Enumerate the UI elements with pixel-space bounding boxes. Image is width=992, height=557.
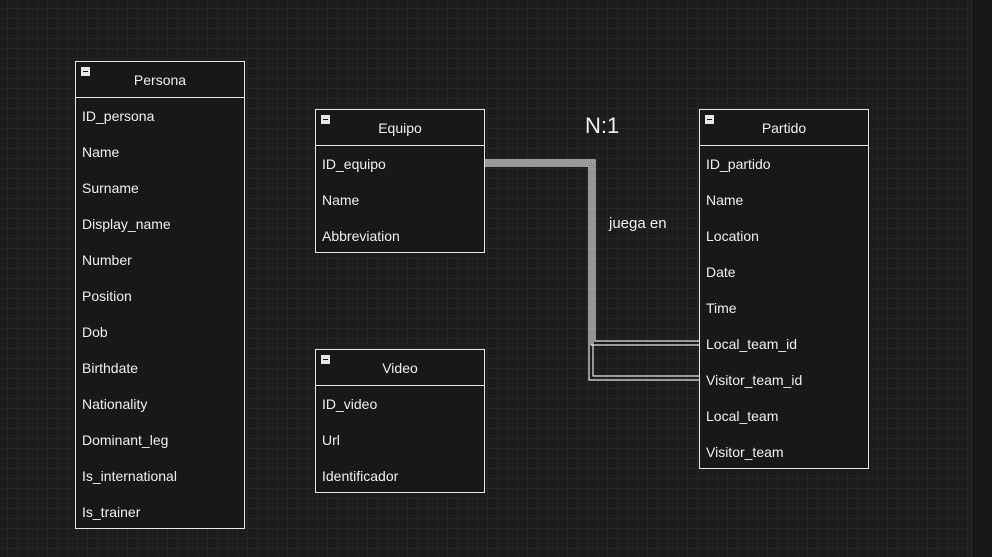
field-local-team-id[interactable]: Local_team_id — [706, 336, 798, 352]
cardinality-label: N:1 — [585, 113, 620, 138]
field-date[interactable]: Date — [706, 264, 736, 280]
field-local-team[interactable]: Local_team — [706, 408, 779, 424]
field-id-video[interactable]: ID_video — [322, 396, 378, 412]
field-id-equipo[interactable]: ID_equipo — [322, 156, 386, 172]
entity-equipo-header[interactable]: Equipo — [316, 110, 484, 146]
field-position[interactable]: Position — [82, 288, 132, 304]
field-display-name[interactable]: Display_name — [82, 216, 171, 232]
field-dob[interactable]: Dob — [82, 324, 108, 340]
field-is-trainer[interactable]: Is_trainer — [82, 504, 141, 520]
field-id-partido[interactable]: ID_partido — [706, 156, 771, 172]
field-nationality[interactable]: Nationality — [82, 396, 148, 412]
connector-local-team[interactable] — [484, 159, 700, 346]
field-location[interactable]: Location — [706, 228, 759, 244]
field-visitor-team-id[interactable]: Visitor_team_id — [706, 372, 803, 388]
field-birthdate[interactable]: Birthdate — [82, 360, 139, 376]
entity-persona-header[interactable]: Persona — [76, 62, 244, 98]
field-abbreviation[interactable]: Abbreviation — [322, 228, 400, 244]
field-visitor-team[interactable]: Visitor_team — [706, 444, 784, 460]
entity-partido-title: Partido — [761, 119, 807, 136]
connector-visitor-team[interactable] — [484, 161, 700, 381]
entity-video-header[interactable]: Video — [316, 350, 484, 386]
field-surname[interactable]: Surname — [82, 180, 139, 196]
field-name[interactable]: Name — [322, 192, 360, 208]
entity-video-title: Video — [382, 359, 418, 376]
entity-equipo[interactable]: Equipo ID_equipo Name Abbreviation — [315, 109, 485, 253]
field-name[interactable]: Name — [706, 192, 744, 208]
entity-partido[interactable]: Partido ID_partido Name Location Date Ti… — [699, 109, 869, 469]
canvas-right-scroll-strip — [971, 0, 992, 557]
collapse-icon[interactable] — [705, 115, 714, 124]
entity-video[interactable]: Video ID_video Url Identificador — [315, 349, 485, 493]
field-time[interactable]: Time — [706, 300, 737, 316]
entity-persona-title: Persona — [133, 71, 187, 88]
field-name[interactable]: Name — [82, 144, 120, 160]
field-number[interactable]: Number — [82, 252, 132, 268]
field-url[interactable]: Url — [322, 432, 340, 448]
collapse-icon[interactable] — [81, 67, 90, 76]
relationship-label: juega en — [609, 215, 667, 232]
field-identificador[interactable]: Identificador — [322, 468, 399, 484]
entity-persona[interactable]: Persona ID_persona Name Surname Display_… — [75, 61, 245, 529]
field-dominant-leg[interactable]: Dominant_leg — [82, 432, 169, 448]
collapse-icon[interactable] — [321, 355, 330, 364]
entity-partido-header[interactable]: Partido — [700, 110, 868, 146]
field-id-persona[interactable]: ID_persona — [82, 108, 155, 124]
collapse-icon[interactable] — [321, 115, 330, 124]
entity-equipo-title: Equipo — [378, 119, 422, 136]
field-is-international[interactable]: Is_international — [82, 468, 177, 484]
